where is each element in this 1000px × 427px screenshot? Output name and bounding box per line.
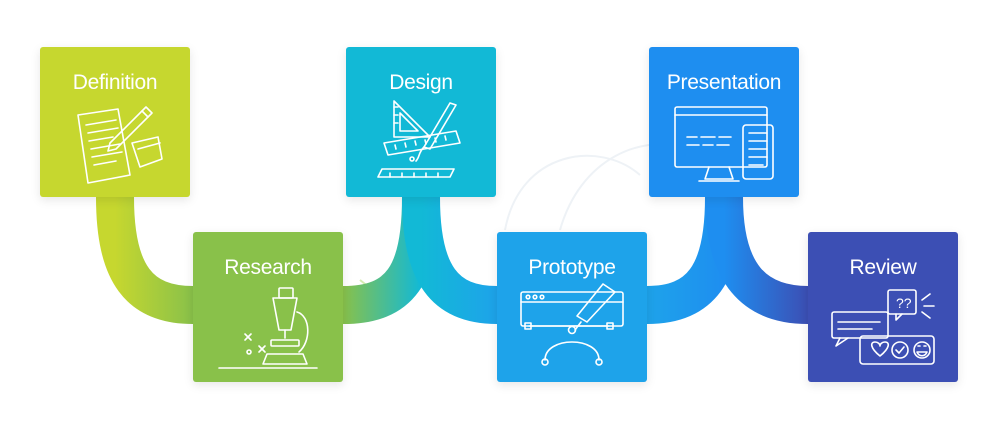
connector-definition-research <box>96 196 194 324</box>
connector-presentation-review <box>705 196 809 324</box>
ruler-brush-icon <box>377 100 461 178</box>
step-research: Research <box>193 232 343 382</box>
step-definition: Definition <box>40 47 190 197</box>
step-label-prototype: Prototype <box>528 256 616 279</box>
review-question-marks: ?? <box>896 295 912 311</box>
pen-tool-icon <box>520 283 624 366</box>
step-review: Review ?? <box>808 232 958 382</box>
step-label-review: Review <box>849 256 917 279</box>
monitor-tablet-icon <box>674 106 774 182</box>
step-label-research: Research <box>224 256 312 279</box>
microscope-icon <box>218 287 318 369</box>
connector-design-prototype <box>402 196 498 324</box>
document-pencil-icon <box>77 106 163 184</box>
step-design: Design <box>346 47 496 197</box>
step-label-design: Design <box>389 71 453 94</box>
step-label-definition: Definition <box>72 71 158 94</box>
step-label-presentation: Presentation <box>666 71 782 94</box>
step-prototype: Prototype <box>497 232 647 382</box>
step-presentation: Presentation <box>649 47 799 197</box>
chat-feedback-icon: ?? <box>831 289 935 365</box>
